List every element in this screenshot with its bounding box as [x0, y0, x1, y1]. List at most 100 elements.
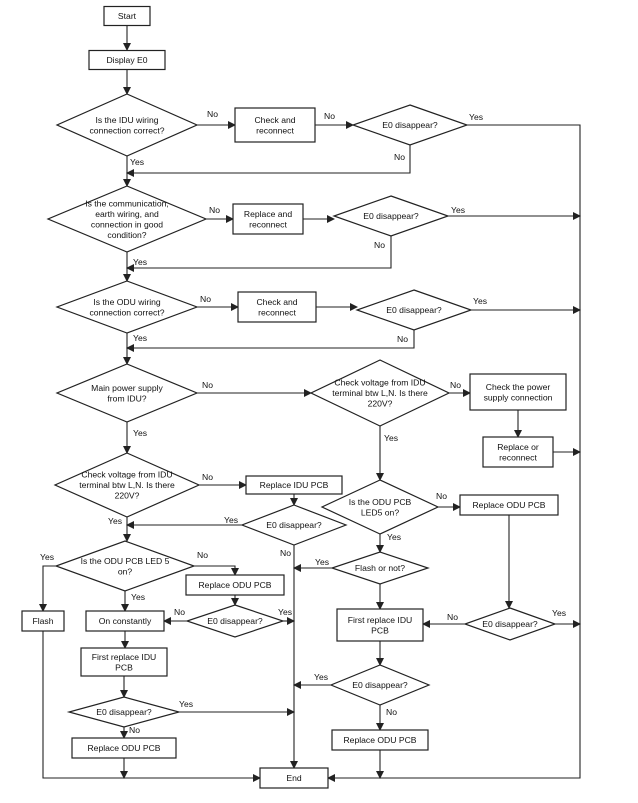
flow-arrow — [126, 330, 415, 352]
decision-diamond — [351, 104, 469, 146]
node-text: reconnect — [499, 452, 537, 462]
node-text: 220V? — [115, 491, 140, 501]
node-text: condition? — [107, 230, 146, 240]
process-box — [21, 610, 65, 632]
edge-label-yes: Yes — [40, 552, 54, 562]
decision-diamond — [53, 452, 201, 518]
process-box — [336, 608, 424, 642]
q-comm-decision: Is the communication,earth wiring, andco… — [46, 185, 208, 253]
process-box — [88, 49, 166, 71]
edge-label-yes: Yes — [108, 516, 122, 526]
edge-label-yes: Yes — [179, 699, 193, 709]
node-text: Check and — [254, 115, 295, 125]
process-box — [469, 373, 567, 411]
process-box — [71, 737, 177, 759]
decision-diamond — [355, 289, 473, 331]
edge-label-no: No — [324, 111, 335, 121]
edge-label-yes: Yes — [130, 157, 144, 167]
q-flash-decision: Flash or not? — [330, 551, 430, 585]
node-text: Display E0 — [106, 55, 147, 65]
process-box — [185, 574, 285, 596]
decision-diamond — [66, 696, 182, 728]
node-text: E0 disappear? — [482, 619, 538, 629]
edge-label-no: No — [207, 109, 218, 119]
process-box — [85, 610, 165, 632]
node-text: E0 disappear? — [363, 211, 419, 221]
edge-label-yes: Yes — [224, 515, 238, 525]
decision-diamond — [329, 664, 431, 706]
process-box — [103, 5, 151, 27]
process-box — [459, 494, 559, 516]
node-text: On constantly — [99, 616, 152, 626]
node-text: Main power supply — [91, 383, 163, 393]
decision-diamond — [46, 185, 208, 253]
node-text: End — [286, 773, 302, 783]
node-text: Replace ODU PCB — [472, 500, 545, 510]
start-step: Start — [103, 5, 151, 27]
edge-label-yes: Yes — [552, 608, 566, 618]
edge-label-yes: Yes — [315, 557, 329, 567]
flow-arrow — [42, 631, 261, 782]
node-text: Is the ODU PCB LED 5 — [81, 556, 170, 566]
flow-arrow — [126, 236, 392, 272]
node-text: Is the ODU wiring — [93, 297, 161, 307]
node-text: Flash or not? — [355, 563, 405, 573]
e0-6-decision: E0 disappear? — [463, 607, 557, 641]
edge-label-yes: Yes — [133, 257, 147, 267]
decision-diamond — [240, 504, 348, 546]
node-text: Check the power — [486, 382, 551, 392]
edge-label-yes: Yes — [384, 433, 398, 443]
node-text: E0 disappear? — [96, 707, 152, 717]
node-text: reconnect — [249, 219, 287, 229]
node-text: on? — [118, 566, 133, 576]
node-text: from IDU? — [107, 393, 146, 403]
edge-label-no: No — [436, 491, 447, 501]
decision-diamond — [320, 479, 440, 535]
node-text: E0 disappear? — [207, 616, 263, 626]
node-text: PCB — [371, 625, 389, 635]
edge-label-yes: Yes — [451, 205, 465, 215]
edge-label-yes: Yes — [278, 607, 292, 617]
node-text: Replace IDU PCB — [260, 480, 329, 490]
e0-8-decision: E0 disappear? — [66, 696, 182, 728]
node-text: supply connection — [484, 392, 553, 402]
node-text: Replace or — [497, 442, 539, 452]
node-text: Replace and — [244, 209, 292, 219]
process-box — [234, 107, 316, 143]
edge-label-yes: Yes — [314, 672, 328, 682]
edge-label-no: No — [200, 294, 211, 304]
edge-label-no: No — [202, 380, 213, 390]
e0-7-decision: E0 disappear? — [329, 664, 431, 706]
edge-label-no: No — [280, 548, 291, 558]
e0-4-decision: E0 disappear? — [240, 504, 348, 546]
decision-diamond — [55, 363, 199, 423]
node-text: E0 disappear? — [266, 520, 322, 530]
node-text: reconnect — [256, 125, 294, 135]
node-text: Start — [118, 11, 137, 21]
q-led5-left-decision: Is the ODU PCB LED 5on? — [54, 540, 196, 592]
flow-arrow — [126, 145, 411, 177]
node-text: terminal btw L,N. Is there — [79, 480, 175, 490]
decision-diamond — [330, 551, 430, 585]
node-text: E0 disappear? — [352, 680, 408, 690]
edge-label-yes: Yes — [133, 428, 147, 438]
node-text: Check voltage from IDU — [81, 470, 172, 480]
edge-label-yes: Yes — [387, 532, 401, 542]
node-text: reconnect — [258, 307, 296, 317]
decision-diamond — [185, 604, 285, 638]
edge-label-no: No — [202, 472, 213, 482]
display-e0-step: Display E0 — [88, 49, 166, 71]
process-box — [237, 291, 317, 323]
e0-2-decision: E0 disappear? — [332, 195, 450, 237]
node-text: Is the communication, — [85, 198, 169, 208]
replace-odu-pcb-r2-step: Replace ODU PCB — [331, 729, 429, 751]
edge-label-no: No — [397, 334, 408, 344]
